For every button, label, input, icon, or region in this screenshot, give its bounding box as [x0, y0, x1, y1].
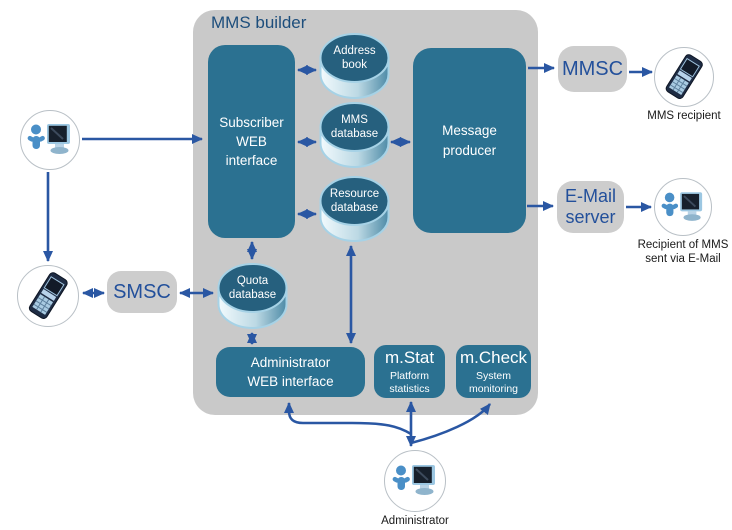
- subscriber-phone-icon: [17, 265, 79, 327]
- node-address-book: Address book: [318, 32, 391, 100]
- node-m-stat: m.Stat Platform statistics: [374, 345, 445, 398]
- person-computer-icon: [661, 191, 703, 221]
- m-check-title: m.Check: [459, 348, 528, 368]
- smsc-label: SMSC: [113, 280, 171, 303]
- node-administrator-web-interface: Administrator WEB interface: [216, 347, 365, 397]
- m-stat-subtitle: Platform statistics: [389, 370, 430, 395]
- quota-database-label: Quota database: [228, 274, 277, 301]
- node-mms-database: MMS database: [318, 101, 391, 169]
- node-subscriber-web-interface: Subscriber WEB interface: [208, 45, 295, 238]
- person-computer-icon: [392, 465, 435, 495]
- mms-database-label: MMS database: [330, 113, 379, 140]
- person-computer-icon: [27, 124, 70, 154]
- node-smsc: SMSC: [107, 271, 177, 313]
- mms-recipient-label: MMS recipient: [647, 110, 721, 122]
- m-stat-title: m.Stat: [384, 348, 435, 368]
- message-producer-label: Message producer: [442, 123, 497, 158]
- email-server-label: E-Mail server: [564, 185, 616, 227]
- mmsc-label: MMSC: [561, 57, 624, 80]
- node-resource-database: Resource database: [318, 175, 391, 243]
- email-recipient-icon: [654, 178, 712, 236]
- node-email-server: E-Mail server: [557, 181, 624, 233]
- node-mmsc: MMSC: [558, 46, 627, 92]
- node-quota-database: Quota database: [216, 262, 289, 330]
- mobile-phone-icon: [28, 272, 68, 319]
- subscriber-web-interface-label: Subscriber WEB interface: [219, 114, 284, 169]
- administrator-web-interface-label: Administrator WEB interface: [247, 354, 334, 389]
- subscriber-user-icon: [20, 110, 80, 170]
- administrator-label: Administrator: [381, 515, 449, 527]
- mms-builder-title: MMS builder: [211, 13, 307, 32]
- node-m-check: m.Check System monitoring: [456, 345, 531, 398]
- resource-database-label: Resource database: [329, 187, 380, 214]
- node-message-producer: Message producer: [413, 48, 526, 233]
- mms-recipient-phone-icon: [654, 47, 714, 107]
- m-check-subtitle: System monitoring: [468, 370, 519, 395]
- address-book-label: Address book: [333, 44, 376, 71]
- email-recipient-label: Recipient of MMS sent via E-Mail: [637, 239, 729, 266]
- administrator-icon: [384, 450, 446, 512]
- mobile-phone-icon: [665, 54, 703, 99]
